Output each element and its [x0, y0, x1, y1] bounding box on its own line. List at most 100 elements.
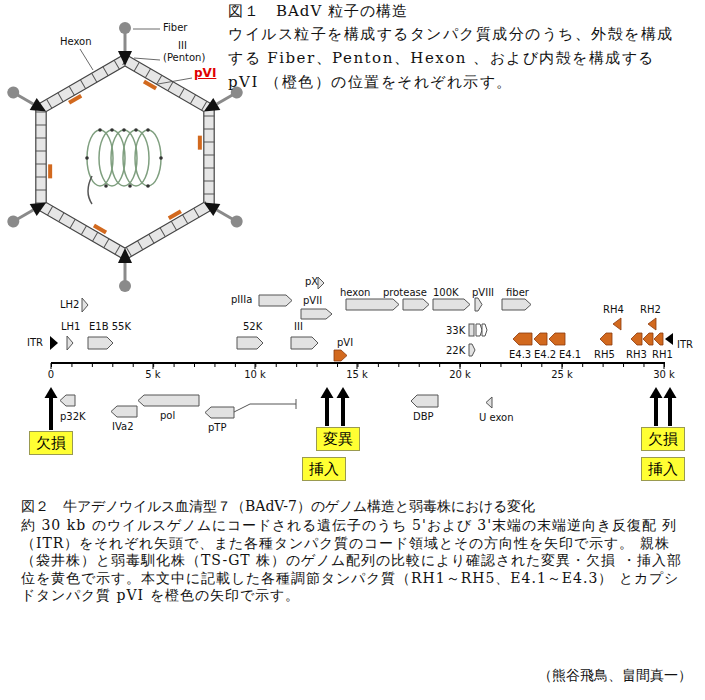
- site-box: 変異: [316, 427, 360, 451]
- gene-label: 22K: [446, 345, 465, 357]
- gene-arrow: [82, 298, 88, 312]
- site-text: 欠損: [36, 434, 66, 452]
- genome-coil: [87, 130, 161, 204]
- major-tick: [357, 363, 358, 369]
- major-tick: [664, 363, 665, 369]
- regulatory-arrow: [643, 333, 653, 345]
- vertex-240: [0, 163, 71, 231]
- vertex-120: [167, 184, 246, 252]
- splice-tick: [296, 399, 297, 409]
- dna-loop: [99, 130, 125, 186]
- figure-caption: ウイルス粒子を構成するタンパク質成分のうち、外殻を構成 する Fiber、Pen…: [228, 22, 688, 94]
- site-text: 挿入: [309, 460, 339, 478]
- site-arrow-head: [337, 387, 350, 398]
- gene-label: pTP: [208, 422, 227, 434]
- gene-label: E4.3: [509, 349, 531, 361]
- gene-arrow: [502, 299, 531, 310]
- site-arrow-shaft: [49, 397, 53, 430]
- pvi-arrow: [334, 350, 347, 361]
- penton: [200, 196, 220, 216]
- part-label: III: [178, 40, 187, 52]
- dot: [134, 128, 138, 132]
- figure-title: 図２ 牛アデノウイルス血清型７（BAdV-7）のゲノム構造と弱毒株における変化: [21, 498, 535, 514]
- genome-axis: [51, 363, 665, 369]
- gene-label: IVa2: [112, 421, 134, 433]
- part-label: (Penton): [163, 52, 205, 64]
- vertex-180: [93, 224, 132, 292]
- major-tick: [562, 363, 563, 369]
- gene-label: RH4: [603, 304, 624, 316]
- major-tick: [255, 363, 256, 369]
- gene-arrow: [318, 277, 324, 289]
- hexon-divisions: [41, 60, 209, 254]
- gene-label: E1B 55K: [89, 321, 131, 333]
- author-note: （熊谷飛鳥、畠間真一）: [538, 667, 692, 683]
- leader: [134, 58, 160, 60]
- dot: [85, 156, 89, 160]
- gene-label: U exon: [479, 412, 514, 424]
- site-arrow-head: [45, 387, 58, 398]
- regulatory-arrow: [549, 333, 565, 345]
- capsid-shell: [36, 54, 214, 260]
- itr-head: [50, 336, 58, 350]
- dot: [146, 128, 150, 132]
- gene-arrow: [205, 407, 234, 418]
- gene-arrow: [469, 324, 474, 336]
- gene-label: pIIIa: [231, 294, 252, 306]
- dot: [159, 156, 163, 160]
- gene-arrow: [111, 406, 137, 417]
- gene-label: 100K: [433, 287, 459, 299]
- pvi-piece: [48, 164, 52, 178]
- figure-caption: 約 30 kb のウイルスゲノムにコードされる遺伝子のうち 5'および 3'末端…: [21, 517, 693, 605]
- site-text: 欠損: [648, 430, 678, 448]
- gene-arrow: [476, 324, 482, 336]
- dna-tail: [88, 176, 92, 204]
- site-arrow-head: [664, 387, 677, 398]
- site-box: 欠損: [29, 431, 73, 455]
- penton: [30, 98, 50, 118]
- dna-loop: [135, 130, 161, 186]
- gene-label: LH2: [60, 299, 79, 311]
- fiber-knob: [229, 213, 245, 229]
- gene-label: pVIII: [472, 287, 494, 299]
- penton: [200, 98, 220, 118]
- minor-ticks: [51, 364, 665, 367]
- site-box: 欠損: [641, 427, 685, 451]
- scale-label: 0: [48, 369, 54, 381]
- scale-label: 5 k: [145, 369, 160, 381]
- major-tick: [460, 363, 461, 369]
- site-arrow-shaft: [325, 397, 329, 426]
- regulatory-arrow: [654, 333, 663, 345]
- gene-arrows: [60, 277, 531, 418]
- dna-dots: [85, 128, 163, 188]
- vertex-60: [179, 83, 258, 151]
- dot: [128, 184, 132, 188]
- gene-arrow: [469, 344, 475, 356]
- vertex-300: [5, 62, 84, 130]
- gene-arrow: [482, 324, 487, 336]
- gene-label: ITR: [27, 337, 43, 349]
- gene-label: RH5: [594, 349, 615, 361]
- gene-arrow: [403, 299, 429, 310]
- gene-label: protease: [383, 287, 427, 299]
- orange-arrows: [334, 318, 663, 361]
- gene-arrow: [475, 298, 482, 311]
- pvi-piece: [68, 94, 82, 104]
- capsid-illustration: [0, 22, 258, 292]
- gene-label: pX: [305, 276, 318, 288]
- major-tick: [153, 363, 154, 369]
- gene-label: fiber: [506, 287, 529, 299]
- figure-title: 図１ BAdV 粒子の構造: [228, 3, 408, 20]
- site-arrows: [45, 387, 677, 430]
- part-label: Fiber: [163, 22, 187, 34]
- gene-label: ITR: [677, 339, 693, 351]
- scale-label: 25 k: [551, 369, 573, 381]
- gene-arrow: [67, 336, 73, 350]
- site-text: 変異: [323, 430, 353, 448]
- site-box: 挿入: [641, 457, 685, 481]
- gene-label: pol: [160, 410, 175, 422]
- fiber-shaft: [217, 210, 233, 219]
- leader: [80, 49, 93, 70]
- dna-loop: [123, 130, 149, 186]
- gene-label: E4.1: [559, 349, 581, 361]
